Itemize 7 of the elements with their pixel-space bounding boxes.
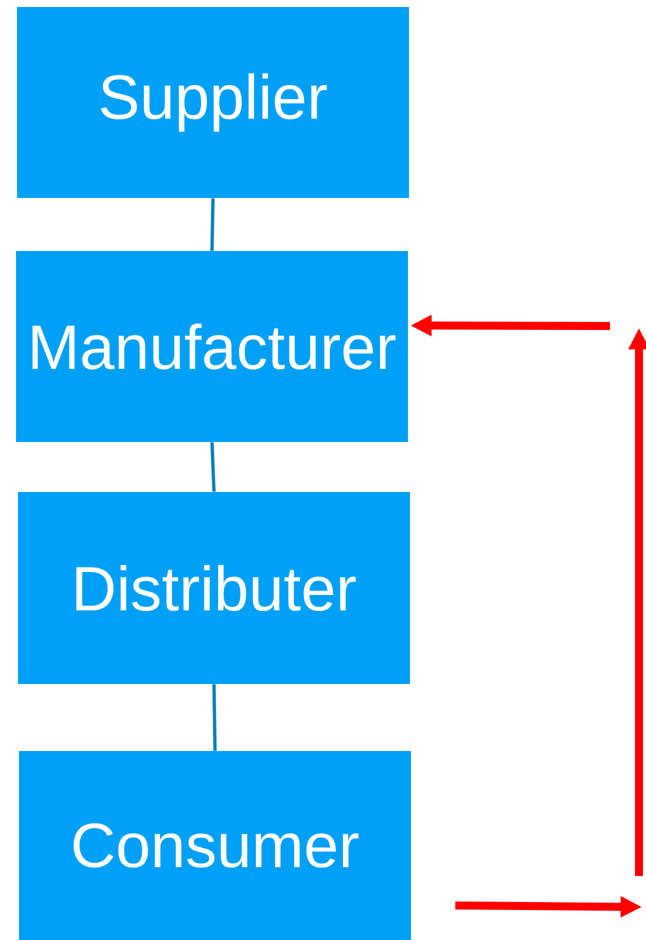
process-box: Distributer (18, 492, 410, 684)
process-box: Supplier (17, 7, 409, 198)
connector-line (212, 684, 217, 751)
process-box: Manufacturer (16, 251, 408, 442)
process-box: Consumer (19, 751, 411, 940)
connector-line (210, 198, 215, 251)
connector-line (210, 442, 216, 492)
